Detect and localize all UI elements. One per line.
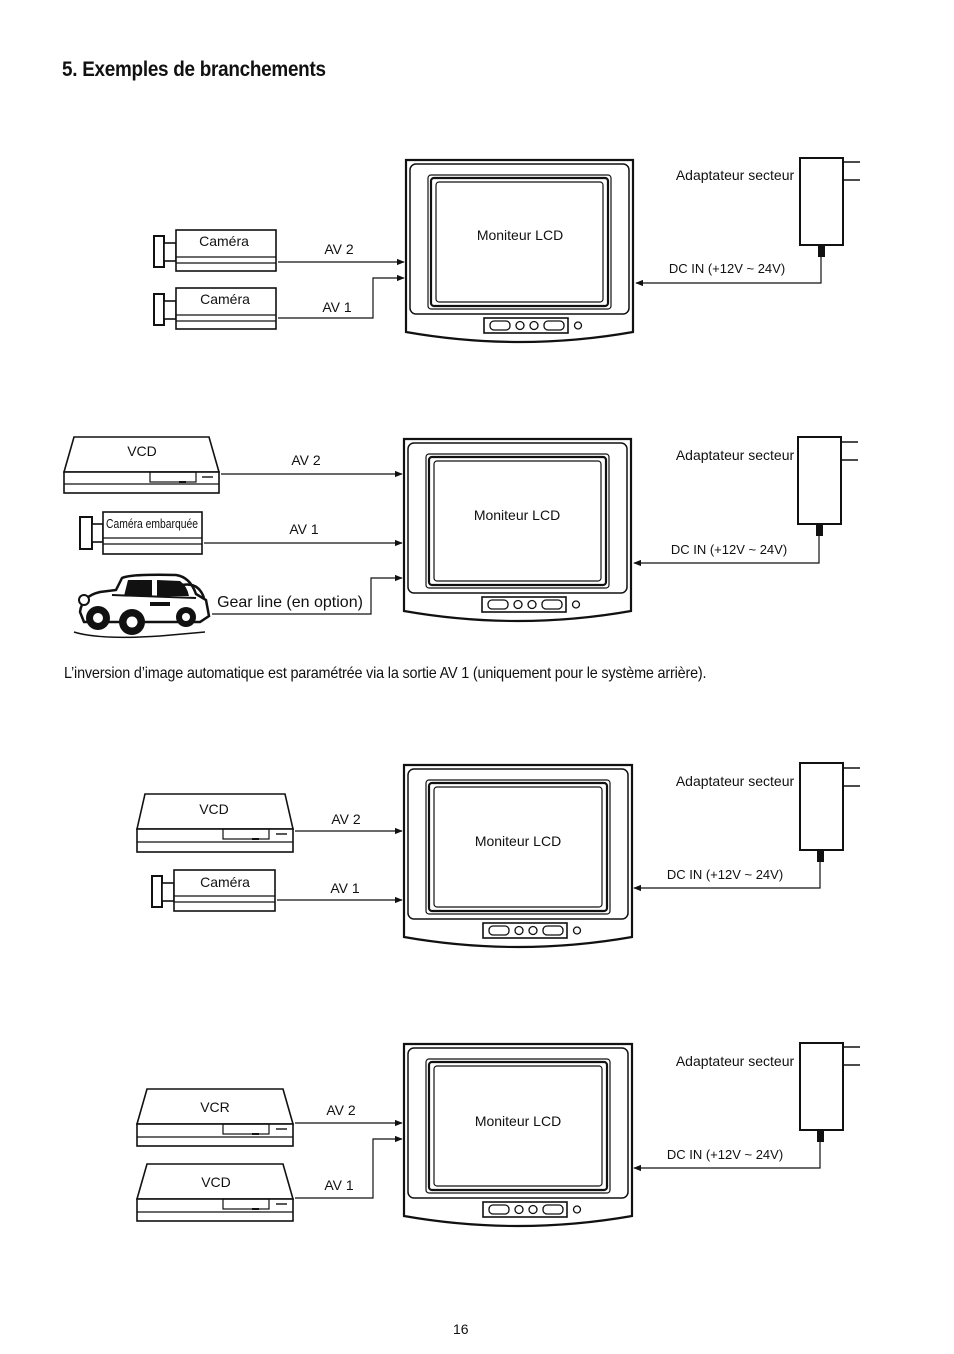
diagram-1: Moniteur LCD Adaptateur secteur DC IN (+… (153, 157, 860, 344)
page-number: 16 (453, 1321, 469, 1337)
monitor-label: Moniteur LCD (474, 507, 560, 523)
vcd-player (135, 793, 295, 853)
page-heading: 5. Exemples de branchements (62, 58, 326, 81)
power-adapter (633, 436, 858, 567)
monitor-label: Moniteur LCD (475, 1113, 561, 1129)
dc-in-label: DC IN (+12V ~ 24V) (667, 867, 783, 882)
device-label: VCR (200, 1099, 230, 1115)
adapter-label: Adaptateur secteur (676, 167, 795, 183)
monitor-label: Moniteur LCD (477, 227, 563, 243)
device-label: VCD (199, 801, 229, 817)
monitor-label: Moniteur LCD (475, 833, 561, 849)
camera-device (153, 229, 277, 272)
power-adapter (633, 762, 860, 892)
device-label: Caméra embarquée (106, 517, 198, 531)
av1-label: AV 1 (322, 299, 352, 315)
dc-in-label: DC IN (+12V ~ 24V) (669, 261, 785, 276)
auto-flip-note: L’inversion d’image automatique est para… (64, 665, 707, 682)
device-label: VCD (201, 1174, 231, 1190)
vcd-player (62, 436, 221, 494)
car-camera (79, 511, 203, 555)
vintage-car-icon (73, 573, 211, 639)
vcr-player (135, 1088, 295, 1147)
diagram-4: Moniteur LCD Adaptateur secteur DC IN (+… (135, 1042, 860, 1228)
av2-label: AV 2 (291, 452, 321, 468)
lcd-monitor (404, 158, 635, 344)
camera-device (151, 869, 276, 912)
power-adapter (635, 157, 860, 287)
device-label: VCD (127, 443, 157, 459)
lcd-monitor (402, 763, 634, 949)
lcd-monitor (402, 437, 633, 623)
av2-label: AV 2 (326, 1102, 356, 1118)
device-label: Caméra (200, 291, 250, 307)
dc-in-label: DC IN (+12V ~ 24V) (667, 1147, 783, 1162)
av1-label: AV 1 (289, 521, 319, 537)
gear-line-label: Gear line (en option) (217, 594, 363, 611)
av1-label: AV 1 (330, 880, 360, 896)
adapter-label: Adaptateur secteur (676, 773, 795, 789)
av2-label: AV 2 (324, 241, 354, 257)
diagram-3: Moniteur LCD Adaptateur secteur DC IN (+… (135, 762, 860, 949)
device-label: Caméra (200, 874, 250, 890)
lcd-monitor (402, 1042, 634, 1228)
device-label: Caméra (199, 233, 249, 249)
adapter-label: Adaptateur secteur (676, 1053, 795, 1069)
av2-label: AV 2 (331, 811, 361, 827)
vcd-player (135, 1163, 295, 1222)
camera-device (153, 287, 277, 330)
diagram-2: Moniteur LCD Adaptateur secteur DC IN (+… (62, 436, 858, 639)
adapter-label: Adaptateur secteur (676, 447, 795, 463)
av1-label: AV 1 (324, 1177, 354, 1193)
power-adapter (633, 1042, 860, 1172)
dc-in-label: DC IN (+12V ~ 24V) (671, 542, 787, 557)
